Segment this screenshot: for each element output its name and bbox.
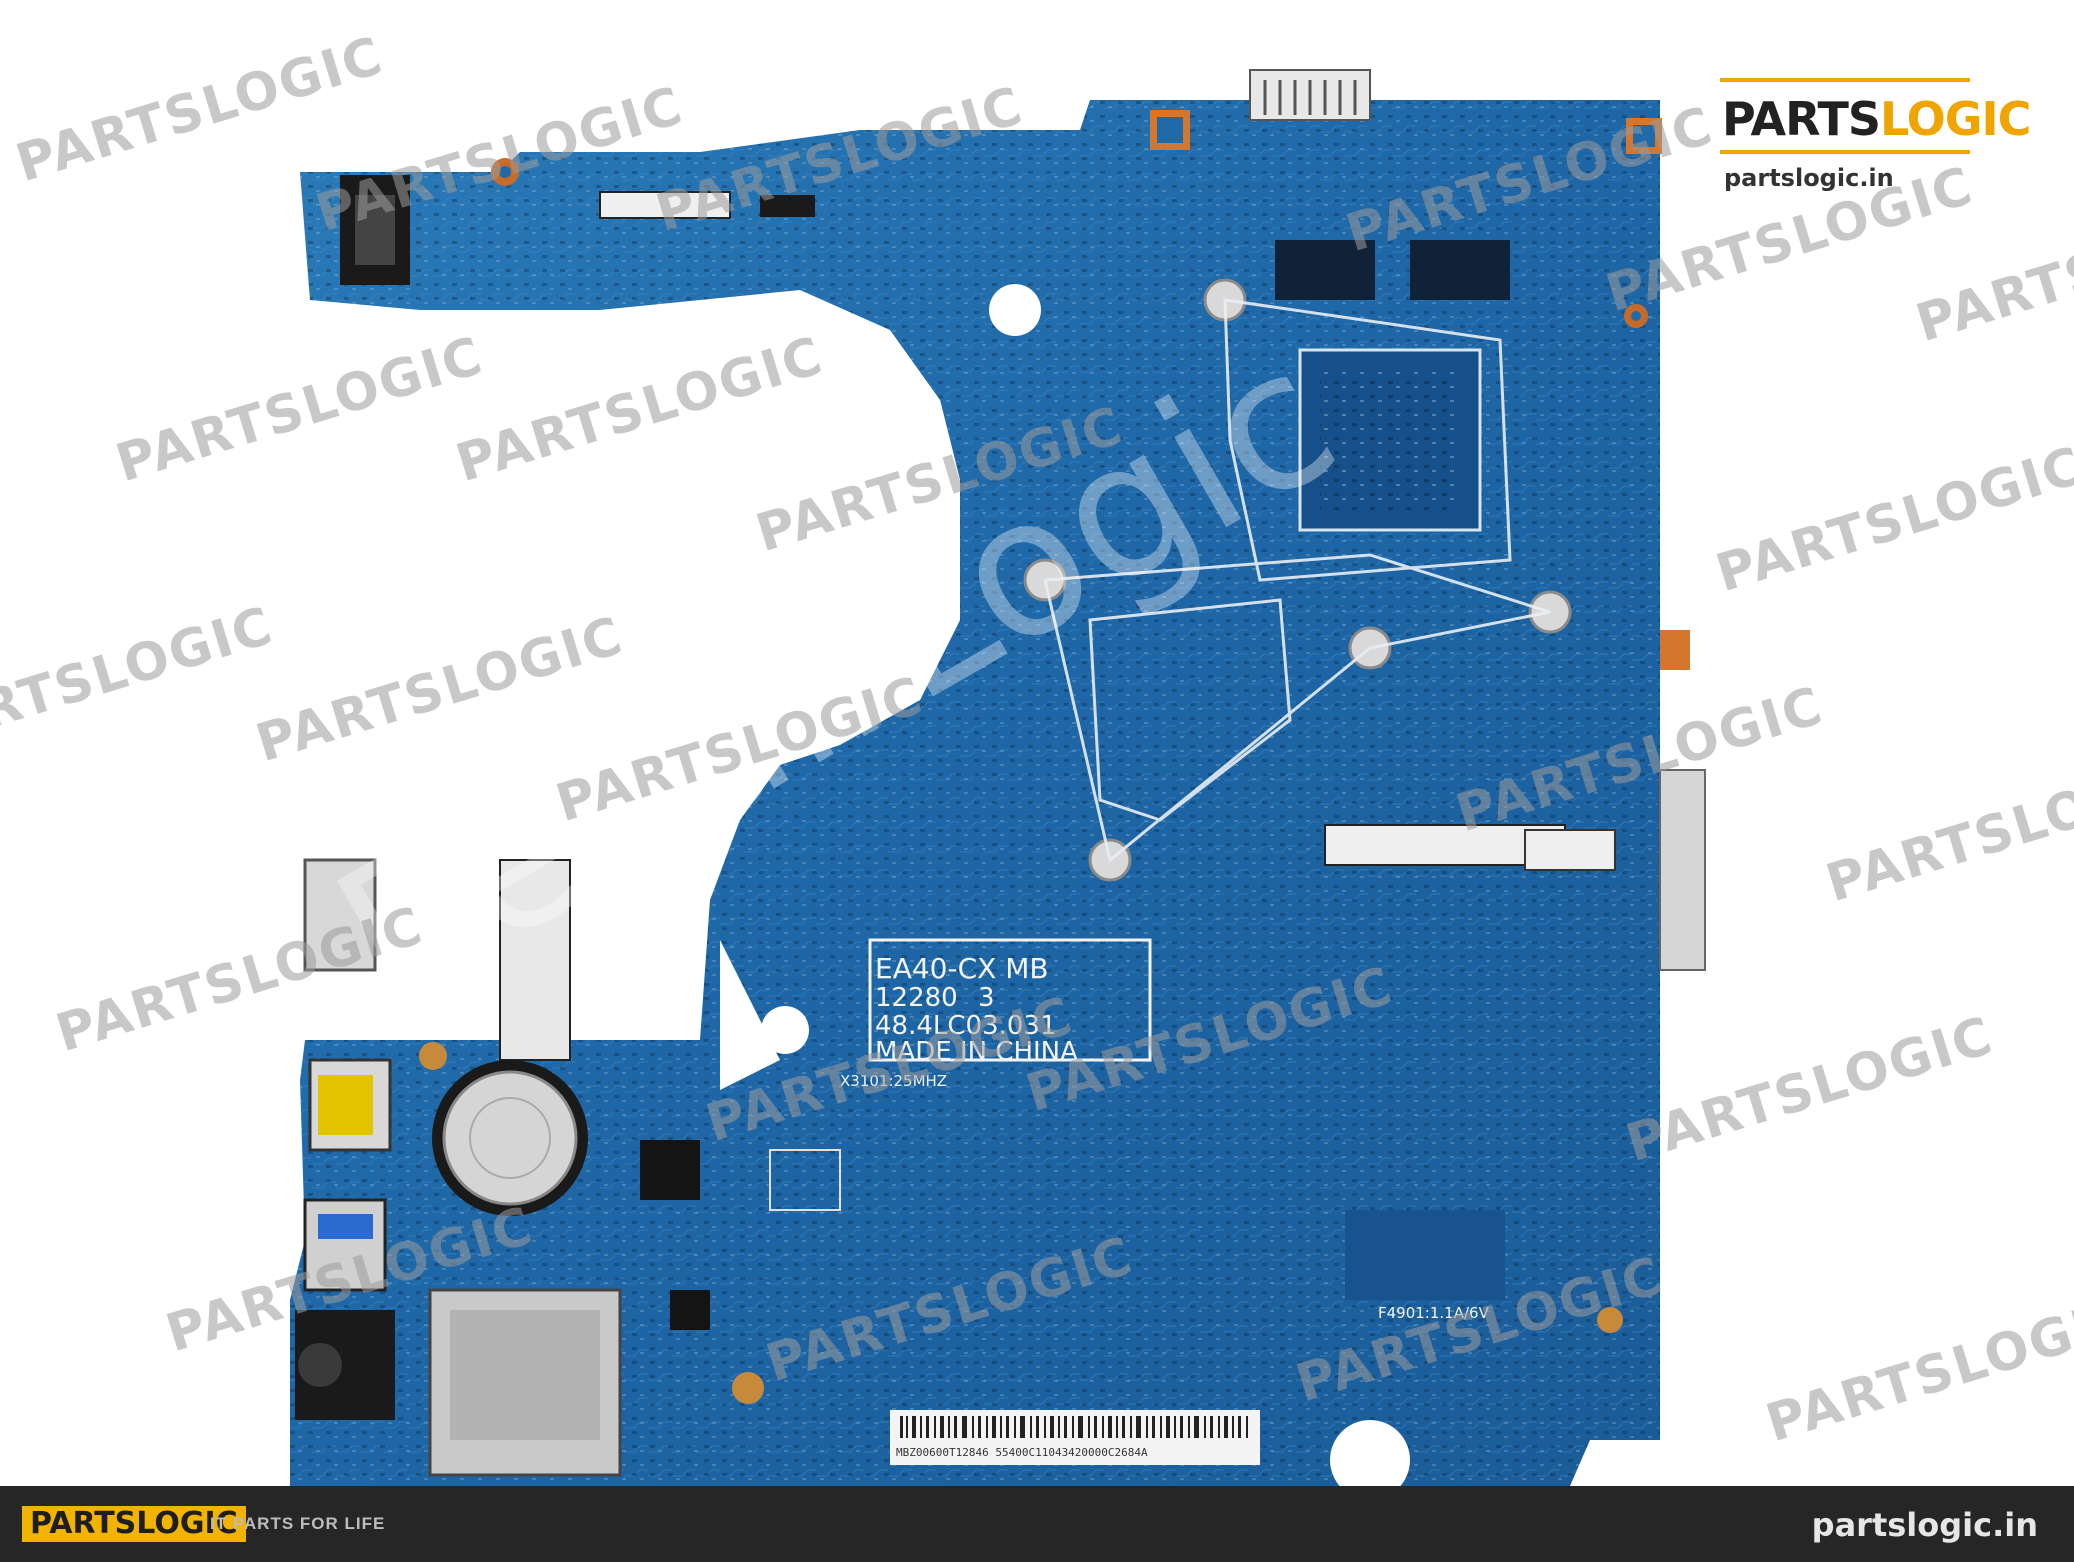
footer-bar: PARTSLOGIC IT PARTS FOR LIFE partslogic.… [0, 1486, 2074, 1562]
silk-pn: 48.4LC03.031 [875, 1011, 1057, 1041]
footer-logo-logic: LOGIC [136, 1506, 238, 1541]
brand-url: partslogic.in [1724, 164, 1894, 192]
silk-crystal: X3101:25MHZ [840, 1072, 947, 1090]
silk-fuse: F4901:1.1A/6V [1378, 1304, 1490, 1322]
silk-rev-suffix: 3 [978, 983, 995, 1013]
footer-logo-parts: PARTS [30, 1506, 137, 1541]
footer-logo: PARTSLOGIC [22, 1506, 246, 1542]
board-cutout [300, 300, 960, 1040]
silk-model: EA40-CX MB [875, 952, 1049, 985]
logo-part-parts: PARTS [1722, 92, 1881, 146]
silk-origin: MADE IN CHINA [875, 1037, 1078, 1067]
barcode-text: MBZ00600T12846 55400C11043420000C2684A [896, 1446, 1148, 1459]
silk-rev: 12280 [875, 983, 958, 1013]
cmos-battery [432, 1060, 588, 1216]
heatsink-standoffs [1023, 278, 1572, 882]
footer-tagline: IT PARTS FOR LIFE [210, 1514, 386, 1533]
footer-url: partslogic.in [1811, 1506, 2038, 1544]
mounting-holes [419, 158, 1648, 1500]
hdmi-port [303, 858, 377, 972]
logo-part-logic: LOGIC [1879, 92, 2031, 146]
brand-logo-text: PARTSLOGIC [1722, 92, 2031, 146]
